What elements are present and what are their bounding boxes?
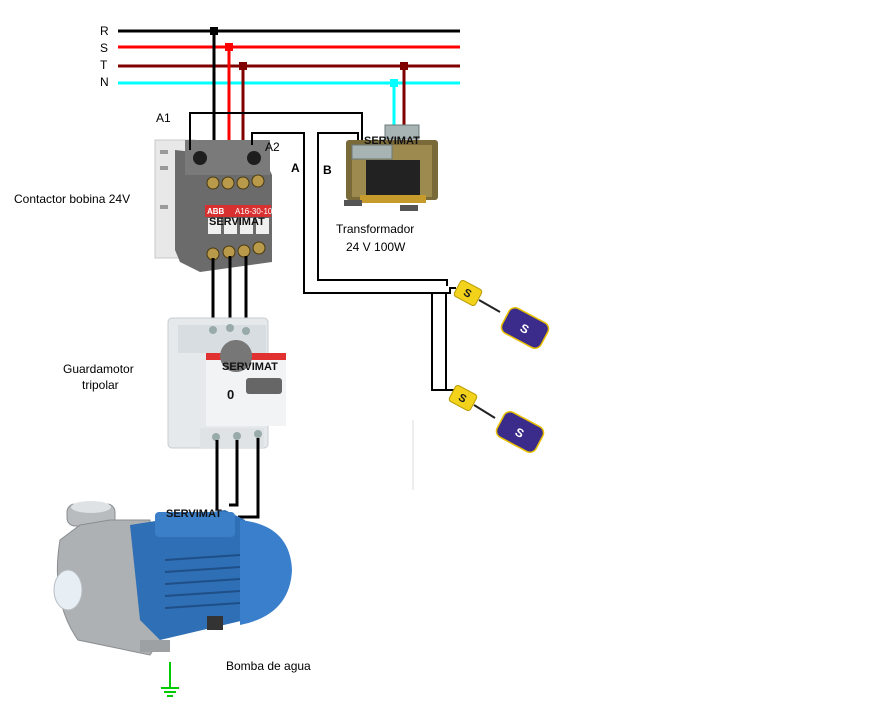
float-switch-head — [448, 384, 478, 412]
contactor-top-terminals — [206, 174, 265, 190]
pump-label: Bomba de agua — [226, 659, 311, 673]
motor-protector-watermark: SERVIMAT — [222, 361, 278, 373]
transformer-watermark: SERVIMAT — [364, 135, 420, 147]
float-switch-head — [453, 279, 483, 307]
motor-protector-dial[interactable] — [220, 340, 253, 372]
transformer-label-line2: 24 V 100W — [346, 240, 406, 254]
bus-label-t: T — [100, 58, 108, 72]
wire-a1 — [189, 112, 363, 152]
wire-w-protector-pump — [238, 438, 260, 519]
junction-t2 — [400, 62, 408, 70]
motor-protector-dial-value: 0 — [227, 387, 234, 402]
float-switch-2: S S — [448, 384, 545, 453]
junction-r — [210, 27, 218, 35]
coil-a2-label: A2 — [265, 140, 280, 154]
coil-a1-label: A1 — [156, 111, 171, 125]
pump-fan-cover — [240, 520, 292, 625]
junction-s — [225, 43, 233, 51]
contactor-model: A16-30-10 — [235, 207, 273, 216]
motor-protector-label-line2: tripolar — [82, 378, 119, 392]
contactor-red-strip — [205, 205, 271, 217]
contactor-bottom-terminals — [206, 241, 266, 261]
motor-protector: 0 SERVIMAT — [167, 317, 286, 449]
bus-label-s: S — [100, 41, 108, 55]
motor-protector-label-line1: Guardamotor — [63, 362, 134, 376]
float-switch-float — [500, 307, 550, 349]
contactor-brand: ABB — [207, 207, 225, 216]
wire-float-link — [431, 293, 447, 391]
pump-watermark: SERVIMAT — [166, 508, 222, 520]
wire-a-label: A — [291, 161, 300, 175]
contactor: ABB A16-30-10 SERVIMAT — [154, 139, 273, 272]
float-switch-cable — [473, 404, 496, 419]
water-pump: SERVIMAT — [53, 501, 292, 656]
bus-label-n: N — [100, 75, 109, 89]
contactor-watermark: SERVIMAT — [209, 216, 265, 228]
float-switch-1: S S — [453, 279, 550, 349]
pump-terminal-box — [155, 512, 235, 537]
ground-icon — [161, 662, 179, 697]
wire-a — [251, 132, 456, 294]
pump-inlet — [53, 569, 83, 611]
transformer: SERVIMAT — [344, 124, 438, 211]
wire-b-label: B — [323, 163, 332, 177]
junction-n — [390, 79, 398, 87]
wire-b — [317, 132, 448, 286]
contactor-label: Contactor bobina 24V — [14, 192, 130, 206]
wire-v-protector-pump — [229, 440, 239, 507]
pump-motor — [130, 510, 245, 640]
bus-label-r: R — [100, 24, 109, 38]
transformer-label-line1: Transformador — [336, 222, 414, 236]
float-switch-float — [495, 411, 545, 453]
transformer-coil — [366, 160, 420, 200]
float-switch-cable — [478, 299, 501, 313]
junction-t — [239, 62, 247, 70]
